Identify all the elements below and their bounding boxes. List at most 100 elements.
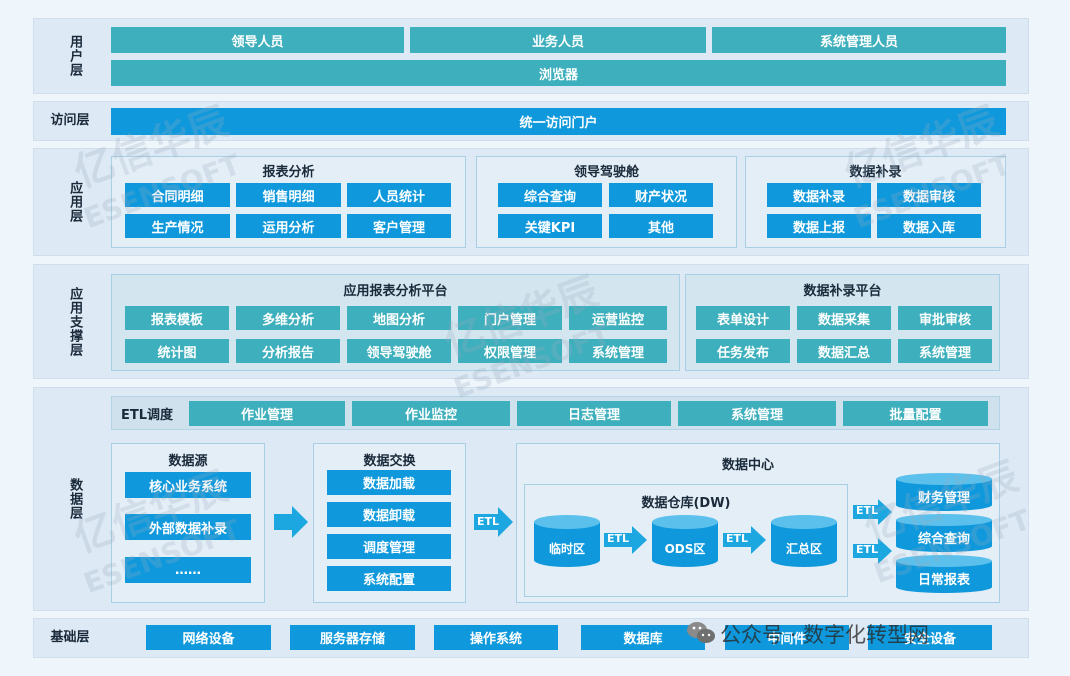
database-icon bbox=[534, 515, 600, 567]
app-report-item: 销售明细 bbox=[236, 183, 341, 207]
cockpit-item: 综合查询 bbox=[498, 183, 602, 207]
wechat-icon bbox=[687, 622, 715, 643]
data-exchange-item: 调度管理 bbox=[327, 534, 451, 559]
supplement-platform-title: 数据补录平台 bbox=[803, 284, 882, 299]
app-report-item: 生产情况 bbox=[125, 214, 230, 238]
etl-tag: ETL bbox=[726, 532, 749, 545]
base-item: 服务器存储 bbox=[290, 625, 415, 650]
store-temp: 临时区 bbox=[534, 515, 600, 567]
app-report-item: 客户管理 bbox=[347, 214, 451, 238]
etl-arrow-icon bbox=[474, 507, 513, 537]
app-layer-label: 应用层 bbox=[67, 181, 83, 223]
report-platform-item: 权限管理 bbox=[458, 339, 562, 363]
cockpit-item: 其他 bbox=[609, 214, 713, 238]
user-layer-label: 用户层 bbox=[67, 35, 83, 77]
etl-item: 系统管理 bbox=[678, 401, 836, 426]
data-exchange-item: 系统配置 bbox=[327, 566, 451, 591]
supplement-platform-item: 数据汇总 bbox=[797, 339, 891, 363]
etl-arrow-icon bbox=[853, 499, 892, 525]
etl-item: 日志管理 bbox=[517, 401, 671, 426]
etl-item: 作业监控 bbox=[352, 401, 510, 426]
etl-schedule-label: ETL调度 bbox=[121, 408, 174, 423]
report-platform-item: 领导驾驶舱 bbox=[347, 339, 451, 363]
etl-tag: ETL bbox=[477, 515, 500, 528]
report-platform-item: 系统管理 bbox=[569, 339, 667, 363]
cockpit-title: 领导驾驶舱 bbox=[573, 165, 639, 180]
base-item: 安全设备 bbox=[868, 625, 992, 650]
supplement-platform-item: 系统管理 bbox=[898, 339, 992, 363]
support-layer-label: 应用支撑层 bbox=[67, 286, 83, 357]
browser-bar: 浏览器 bbox=[111, 60, 1006, 86]
cockpit-item: 财产状况 bbox=[609, 183, 713, 207]
data-exchange-item: 数据卸载 bbox=[327, 502, 451, 527]
unified-portal: 统一访问门户 bbox=[111, 108, 1006, 135]
supplement-item: 数据入库 bbox=[877, 214, 981, 238]
output-label: 综合查询 bbox=[917, 532, 970, 547]
report-platform-item: 运营监控 bbox=[569, 306, 667, 330]
output-finance: 财务管理 bbox=[896, 473, 992, 511]
database-icon bbox=[896, 473, 992, 511]
cockpit-item: 关键KPI bbox=[498, 214, 602, 238]
supplement-platform-item: 任务发布 bbox=[696, 339, 790, 363]
store-label: 临时区 bbox=[548, 542, 585, 556]
base-item: 数据库 bbox=[581, 625, 705, 650]
access-layer-label: 访问层 bbox=[50, 112, 90, 128]
database-icon bbox=[652, 515, 718, 567]
etl-tag: ETL bbox=[856, 504, 879, 517]
base-item: 中间件 bbox=[725, 625, 849, 650]
footer-account-text: 公众号 · 数字化转型网 bbox=[720, 623, 930, 647]
data-layer-label: 数据层 bbox=[67, 478, 83, 520]
data-exchange-item: 数据加载 bbox=[327, 470, 451, 495]
etl-item: 作业管理 bbox=[189, 401, 345, 426]
base-item: 网络设备 bbox=[146, 625, 271, 650]
role-leader: 领导人员 bbox=[111, 27, 404, 53]
report-platform-item: 统计图 bbox=[125, 339, 229, 363]
output-query: 综合查询 bbox=[896, 514, 992, 552]
store-ods: ODS区 bbox=[652, 515, 718, 567]
etl-arrow-icon bbox=[723, 526, 766, 554]
database-icon bbox=[896, 514, 992, 552]
report-platform-item: 分析报告 bbox=[236, 339, 340, 363]
data-source-title: 数据源 bbox=[168, 454, 208, 469]
report-platform-item: 地图分析 bbox=[347, 306, 451, 330]
output-label: 日常报表 bbox=[917, 573, 970, 588]
data-warehouse-title: 数据仓库(DW) bbox=[641, 496, 731, 511]
supplement-item: 数据补录 bbox=[767, 183, 871, 207]
output-daily-report: 日常报表 bbox=[896, 555, 992, 593]
store-label: 汇总区 bbox=[785, 542, 822, 556]
report-platform-item: 报表模板 bbox=[125, 306, 229, 330]
role-business: 业务人员 bbox=[410, 27, 706, 53]
report-platform-title: 应用报表分析平台 bbox=[343, 284, 448, 299]
supplement-item: 数据审核 bbox=[877, 183, 981, 207]
etl-arrow-icon bbox=[853, 538, 892, 564]
base-item: 操作系统 bbox=[434, 625, 558, 650]
database-icon bbox=[896, 555, 992, 593]
supplement-title: 数据补录 bbox=[849, 165, 902, 180]
etl-tag: ETL bbox=[607, 532, 630, 545]
etl-tag: ETL bbox=[856, 543, 879, 556]
app-report-item: 合同明细 bbox=[125, 183, 230, 207]
flow-arrow-icon bbox=[274, 506, 308, 538]
supplement-platform-item: 表单设计 bbox=[696, 306, 790, 330]
store-summary: 汇总区 bbox=[771, 515, 837, 567]
data-source-item: 核心业务系统 bbox=[125, 472, 251, 498]
role-sysadmin: 系统管理人员 bbox=[712, 27, 1006, 53]
base-layer-label: 基础层 bbox=[50, 629, 90, 645]
store-label: ODS区 bbox=[664, 542, 706, 556]
etl-item: 批量配置 bbox=[843, 401, 988, 426]
database-icon bbox=[771, 515, 837, 567]
data-source-item: …… bbox=[125, 557, 251, 583]
output-label: 财务管理 bbox=[917, 491, 970, 506]
etl-arrow-icon bbox=[604, 526, 647, 554]
app-report-item: 运用分析 bbox=[236, 214, 341, 238]
report-platform-item: 多维分析 bbox=[236, 306, 340, 330]
supplement-item: 数据上报 bbox=[767, 214, 871, 238]
supplement-platform-item: 数据采集 bbox=[797, 306, 891, 330]
app-report-item: 人员统计 bbox=[347, 183, 451, 207]
data-center-title: 数据中心 bbox=[721, 458, 774, 473]
data-exchange-title: 数据交换 bbox=[363, 454, 416, 469]
report-platform-item: 门户管理 bbox=[458, 306, 562, 330]
supplement-platform-item: 审批审核 bbox=[898, 306, 992, 330]
data-source-item: 外部数据补录 bbox=[125, 514, 251, 540]
